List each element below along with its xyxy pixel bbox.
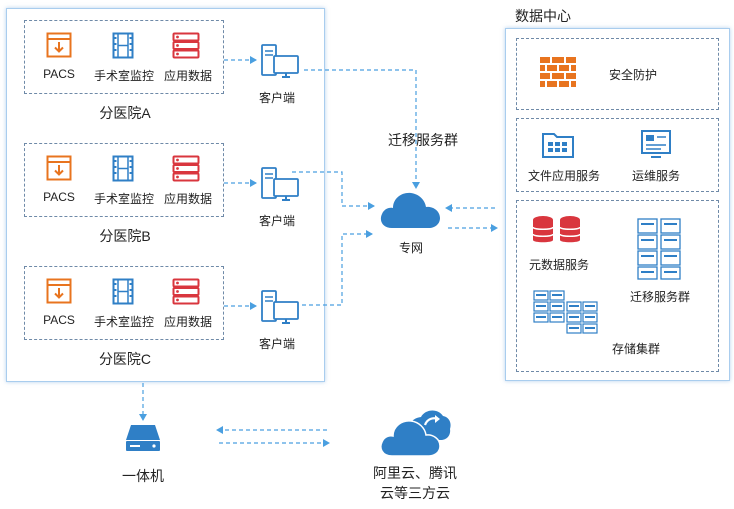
app-label-pacs: PACS: [43, 67, 75, 81]
appliance-server-icon: [126, 425, 160, 451]
firewall-icon: [540, 57, 576, 87]
pacs-icon: [46, 278, 72, 304]
client-computer-icon: [261, 290, 299, 324]
ops-service-icon: [641, 130, 671, 158]
client-label: 客户端: [258, 337, 295, 351]
client-label: 客户端: [258, 214, 295, 228]
appliance-label: 一体机: [122, 468, 164, 484]
services-box: [516, 118, 719, 192]
security-label: 安全防护: [608, 68, 657, 82]
surgery-monitor-icon: [112, 32, 134, 59]
surgery-monitor-icon: [112, 155, 134, 182]
app-label-pacs: PACS: [43, 190, 75, 204]
storage-cluster-label: 存储集群: [611, 342, 660, 356]
migration-service-group-label: 迁移服务群: [388, 132, 458, 148]
cloud-icon: [380, 192, 440, 228]
app-label-surgery: 手术室监控: [93, 69, 154, 83]
migration-cluster-icon: [637, 218, 681, 280]
surgery-monitor-icon: [112, 278, 134, 305]
private-network-label: 专网: [398, 241, 423, 255]
app-data-icon: [172, 278, 200, 305]
app-label-pacs: PACS: [43, 313, 75, 327]
app-label-surgery: 手术室监控: [93, 192, 154, 206]
storage-cluster-icon: [533, 290, 598, 334]
hospital-name: 分医院B: [99, 228, 151, 244]
hospital-name: 分医院C: [98, 351, 152, 367]
client-label: 客户端: [258, 91, 295, 105]
third-party-cloud-line1: 阿里云、腾讯: [373, 465, 457, 481]
app-label-surgery: 手术室监控: [93, 315, 154, 329]
third-party-cloud-icon: [380, 410, 451, 457]
client-computer-icon: [261, 167, 299, 201]
third-party-cloud-line2: 云等三方云: [380, 485, 450, 501]
app-label-data: 应用数据: [163, 315, 212, 329]
app-data-icon: [172, 32, 200, 59]
pacs-icon: [46, 32, 72, 58]
metadata-service-label: 元数据服务: [528, 258, 589, 272]
pacs-icon: [46, 155, 72, 181]
metadata-database-icon: [532, 216, 581, 243]
app-data-icon: [172, 155, 200, 182]
ops-service-label: 运维服务: [631, 169, 680, 183]
file-service-label: 文件应用服务: [527, 169, 600, 183]
app-label-data: 应用数据: [163, 69, 212, 83]
migration-cluster-label: 迁移服务群: [629, 290, 690, 304]
datacenter-title: 数据中心: [515, 8, 571, 24]
file-service-icon: [542, 133, 574, 158]
hospital-name: 分医院A: [99, 105, 151, 121]
app-label-data: 应用数据: [163, 192, 212, 206]
client-computer-icon: [261, 44, 299, 78]
